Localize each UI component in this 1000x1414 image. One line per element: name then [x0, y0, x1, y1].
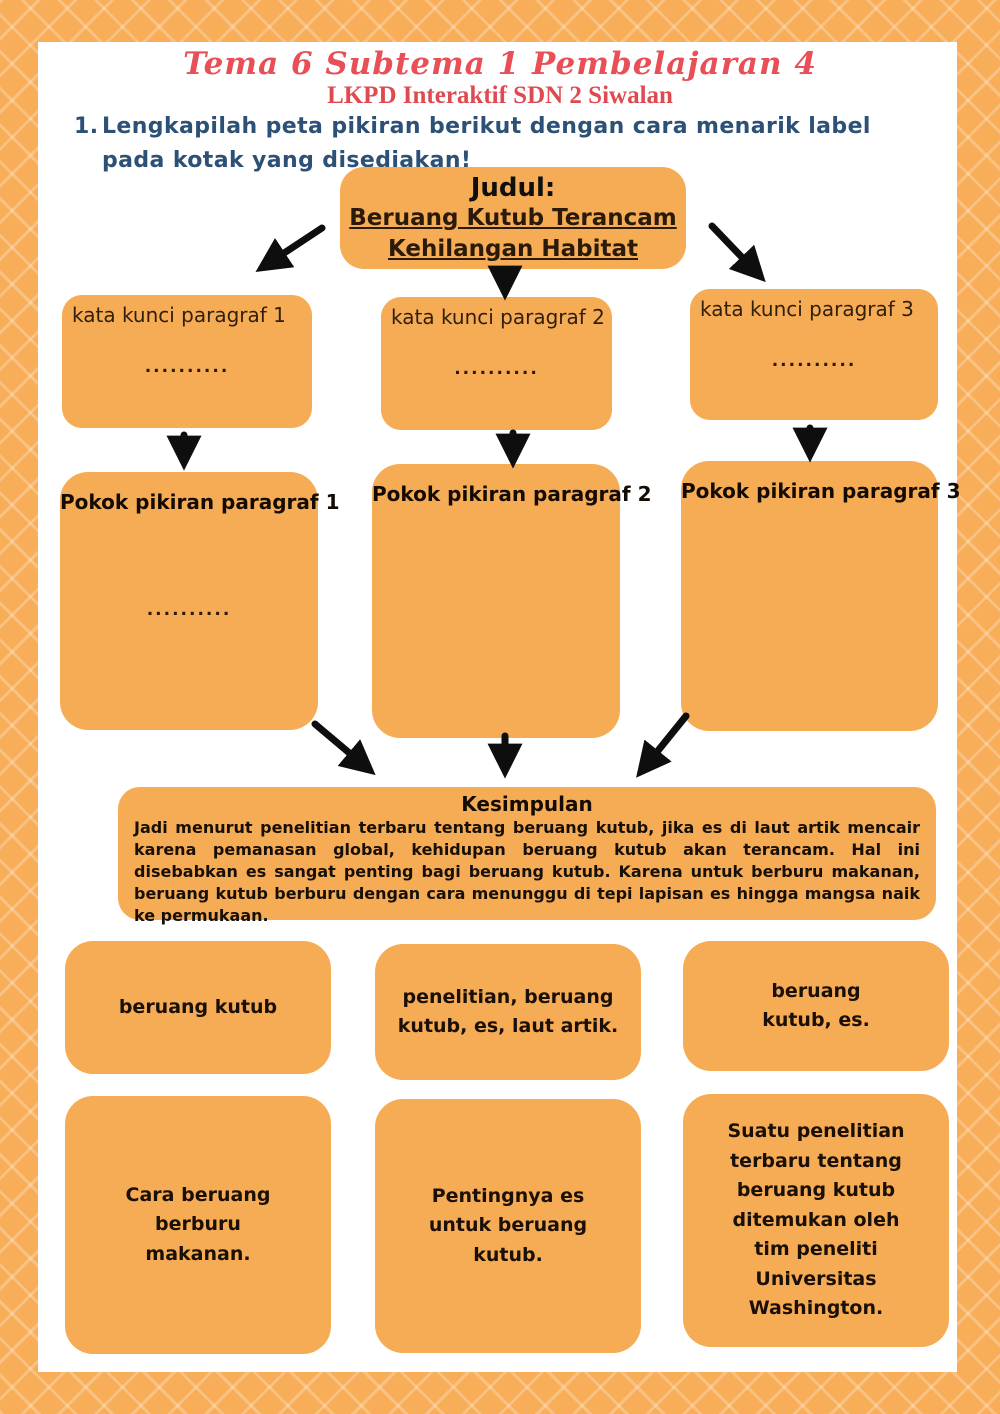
label-chip-text: Pentingnya es untuk beruang kutub. [428, 1184, 588, 1266]
label-chip-text: beruang kutub, es. [762, 979, 870, 1031]
kata-kunci-box-3[interactable]: kata kunci paragraf 3 .......... [690, 289, 938, 420]
instruction: 1. Lengkapilah peta pikiran berikut deng… [74, 110, 889, 178]
label-chip-pentingnya-es[interactable]: Pentingnya es untuk beruang kutub. [375, 1099, 641, 1353]
judul-title-line2: Kehilangan Habitat [387, 236, 639, 263]
kesimpulan-box: Kesimpulan Jadi menurut penelitian terba… [118, 787, 936, 925]
pokok-pikiran-label-3: Pokok pikiran paragraf 3 [681, 479, 961, 503]
kata-kunci-label-2: kata kunci paragraf 2 [391, 305, 605, 329]
judul-title-line1: Beruang Kutub Terancam [349, 205, 677, 231]
judul-box: Judul: Beruang Kutub Terancam Kehilangan… [340, 167, 686, 269]
page-title: Tema 6 Subtema 1 Pembelajaran 4 [183, 46, 817, 82]
label-chip-text: beruang kutub [118, 995, 278, 1018]
dots-placeholder: .......... [146, 600, 232, 620]
label-chip-beruang-kutub-es[interactable]: beruang kutub, es. [683, 941, 949, 1071]
label-chip-cara-beruang-berburu[interactable]: Cara beruang berburu makanan. [65, 1096, 331, 1354]
kata-kunci-box-2[interactable]: kata kunci paragraf 2 .......... [381, 297, 612, 430]
label-chip-text: Suatu penelitian terbaru tentang beruang… [727, 1120, 905, 1320]
pokok-pikiran-box-3[interactable]: Pokok pikiran paragraf 3 [681, 461, 961, 731]
instruction-number: 1. [74, 114, 99, 139]
label-chip-penelitian-beruang-kutub-es-laut-artik[interactable]: penelitian, beruang kutub, es, laut arti… [375, 944, 641, 1080]
kata-kunci-label-1: kata kunci paragraf 1 [72, 303, 286, 327]
pokok-pikiran-box-1[interactable]: Pokok pikiran paragraf 1 .......... [60, 472, 340, 730]
dots-placeholder: .......... [144, 357, 230, 377]
kata-kunci-box-1[interactable]: kata kunci paragraf 1 .......... [62, 295, 312, 428]
page-subtitle: LKPD Interaktif SDN 2 Siwalan [327, 82, 673, 109]
label-chip-beruang-kutub[interactable]: beruang kutub [65, 941, 331, 1074]
label-chip-text: penelitian, beruang kutub, es, laut arti… [397, 985, 619, 1037]
dots-placeholder: .......... [454, 359, 539, 379]
pokok-pikiran-box-2[interactable]: Pokok pikiran paragraf 2 [372, 464, 652, 738]
label-chip-suatu-penelitian-terbaru[interactable]: Suatu penelitian terbaru tentang beruang… [683, 1094, 949, 1347]
kesimpulan-body: Jadi menurut penelitian terbaru tentang … [134, 818, 920, 925]
pokok-pikiran-label-2: Pokok pikiran paragraf 2 [372, 482, 652, 506]
kata-kunci-label-3: kata kunci paragraf 3 [700, 297, 914, 321]
pokok-pikiran-label-1: Pokok pikiran paragraf 1 [60, 490, 340, 514]
judul-heading: Judul: [470, 173, 556, 203]
kesimpulan-heading: Kesimpulan [461, 792, 593, 816]
dots-placeholder: .......... [771, 351, 857, 371]
label-chip-text: Cara beruang berburu makanan. [125, 1183, 271, 1265]
